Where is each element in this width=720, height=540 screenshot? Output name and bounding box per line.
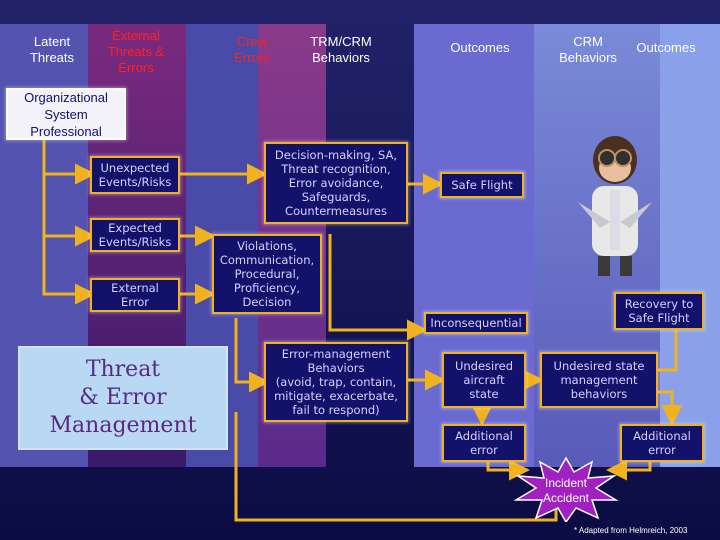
box-additional-error-left: Additional error	[442, 424, 526, 462]
header-outcomes-right: Outcomes	[636, 40, 696, 55]
box-unexpected-events: Unexpected Events/Risks	[90, 156, 180, 194]
box-undesired-management: Undesired state management behaviors	[540, 352, 658, 408]
box-recovery: Recovery to Safe Flight	[614, 292, 704, 330]
box-expected-events: Expected Events/Risks	[90, 218, 180, 252]
tem-title-box: Threat & Error Management	[18, 346, 228, 450]
box-error-management: Error-management Behaviors (avoid, trap,…	[264, 342, 408, 422]
box-safe-flight: Safe Flight	[440, 172, 524, 198]
credit-note: * Adapted from Helmreich, 2003	[574, 526, 688, 535]
box-violations: Violations, Communication, Procedural, P…	[212, 234, 322, 314]
incident-burst-icon	[513, 456, 619, 524]
header-latent-threats: Latent Threats	[29, 34, 75, 65]
header-crew-errors: Crew Errors	[234, 34, 270, 65]
incident-accident-label: Incident Accident	[542, 476, 590, 505]
header-trm-crm: TRM/CRM Behaviors	[310, 34, 372, 65]
header-external-threats: External Threats & Errors	[107, 28, 165, 75]
box-undesired-aircraft: Undesired aircraft state	[442, 352, 526, 408]
header-crm-behaviors: CRM Behaviors	[559, 34, 617, 65]
box-additional-error-right: Additional error	[620, 424, 704, 462]
box-inconsequential: Inconsequential	[424, 312, 528, 334]
pilot-figure	[570, 130, 660, 280]
box-organizational: Organizational System Professional	[6, 88, 126, 140]
box-external-error: External Error	[90, 278, 180, 312]
box-decision-making: Decision-making, SA, Threat recognition,…	[264, 142, 408, 224]
header-outcomes: Outcomes	[450, 40, 510, 55]
